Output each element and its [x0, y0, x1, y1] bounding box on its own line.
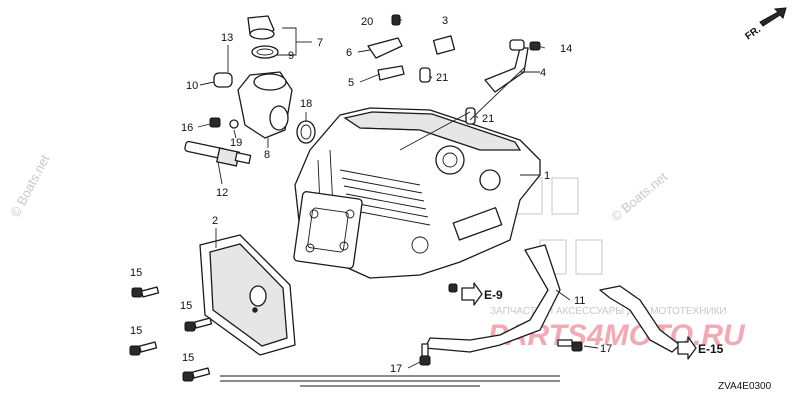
diagram-code: ZVA4E0300: [718, 381, 772, 392]
support-bracket: [424, 244, 681, 353]
cylinder-head: [293, 107, 541, 279]
callout-9: 9: [288, 50, 294, 62]
callout-11: 11: [574, 295, 585, 307]
callout-16: 16: [181, 122, 193, 134]
copyright-footer: [220, 375, 560, 387]
callout-1: 1: [544, 170, 550, 182]
boats-watermark-left: © Boats.net: [7, 152, 52, 220]
upper-small-parts: [367, 14, 541, 125]
callout-8: 8: [264, 149, 270, 161]
callout-20: 20: [361, 16, 373, 28]
callout-21b: 21: [482, 113, 494, 125]
callout-12: 12: [216, 187, 228, 199]
callout-14: 14: [560, 43, 572, 55]
svg-text:E-9: E-9: [484, 288, 503, 302]
bolts: [129, 283, 583, 382]
boats-watermark-right: © Boats.net: [608, 169, 670, 225]
leader-lines: [197, 19, 599, 369]
callout-numbers: 20 3 6 5 21 21 13 9 7 10 18 16 19 8 12 1…: [130, 15, 612, 375]
callout-5: 5: [348, 77, 354, 89]
callout-10: 10: [186, 80, 198, 92]
callout-17a: 17: [600, 343, 612, 355]
ref-arrow-e15: E-15: [677, 336, 724, 360]
callout-7: 7: [317, 37, 323, 49]
callout-15d: 15: [182, 352, 194, 364]
callout-6: 6: [346, 47, 352, 59]
svg-text:FR.: FR.: [743, 24, 763, 42]
callout-15c: 15: [130, 325, 142, 337]
callout-18: 18: [300, 98, 312, 110]
callout-15a: 15: [130, 267, 142, 279]
callout-15b: 15: [180, 300, 192, 312]
callout-4: 4: [540, 67, 546, 79]
spark-plug: [184, 140, 252, 167]
svg-text:E-15: E-15: [698, 342, 724, 356]
callout-17b: 17: [390, 363, 402, 375]
arrow-icon: [759, 7, 787, 27]
ru-caption-watermark: ЗАПЧАСТИ И АКСЕССУАРЫ ДЛЯ МОТОТЕХНИКИ: [490, 306, 727, 317]
callout-13: 13: [221, 32, 233, 44]
callout-19: 19: [230, 137, 242, 149]
callout-21: 21: [436, 72, 448, 84]
head-cover: [199, 234, 296, 356]
front-direction-indicator: FR.: [743, 7, 787, 42]
thermostat-assembly: [209, 15, 316, 144]
callout-2: 2: [212, 215, 218, 227]
callout-3: 3: [442, 15, 448, 27]
ref-arrow-e9: E-9: [461, 282, 503, 306]
